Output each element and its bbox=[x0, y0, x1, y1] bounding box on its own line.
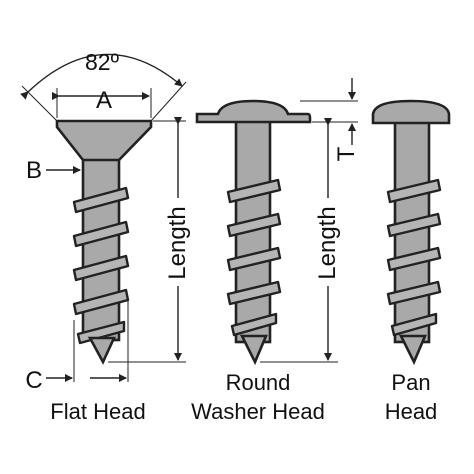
flat-head-screw bbox=[55, 119, 153, 365]
pan-head-screw bbox=[371, 99, 451, 366]
flat-length-dimension: Length bbox=[108, 117, 192, 363]
pan-head-caption-line1: Pan bbox=[391, 370, 430, 395]
dimension-b: B bbox=[26, 157, 81, 184]
round-washer-threads bbox=[226, 178, 282, 337]
dimension-b-label: B bbox=[26, 157, 42, 184]
round-length-dimension: Length bbox=[260, 118, 342, 363]
dimension-a-label: A bbox=[96, 87, 112, 114]
round-washer-tip bbox=[239, 334, 268, 366]
flat-head-caption: Flat Head bbox=[50, 399, 145, 424]
round-length-label: Length bbox=[314, 206, 341, 279]
dimension-t-label: T bbox=[333, 146, 360, 161]
dimension-a: A bbox=[52, 87, 152, 118]
round-washer-cap bbox=[195, 99, 312, 124]
flat-head-threads bbox=[72, 186, 130, 345]
flat-head-cap bbox=[55, 119, 153, 162]
flat-length-label: Length bbox=[164, 206, 191, 279]
round-washer-caption-line1: Round bbox=[226, 370, 291, 395]
pan-head-caption-line2: Head bbox=[385, 399, 438, 424]
pan-head-tip bbox=[398, 334, 427, 366]
pan-head-threads bbox=[386, 178, 442, 337]
flat-head-tip bbox=[87, 336, 117, 365]
dimension-c-label: C bbox=[25, 367, 42, 394]
pan-head-cap bbox=[371, 99, 451, 125]
round-washer-caption-line2: Washer Head bbox=[191, 399, 325, 424]
angle-label: 82º bbox=[85, 49, 120, 75]
dimension-c: C bbox=[25, 300, 129, 394]
round-washer-head-screw bbox=[195, 99, 312, 366]
dimension-t: T bbox=[300, 78, 360, 161]
angle-dimension: 82º bbox=[20, 49, 187, 122]
